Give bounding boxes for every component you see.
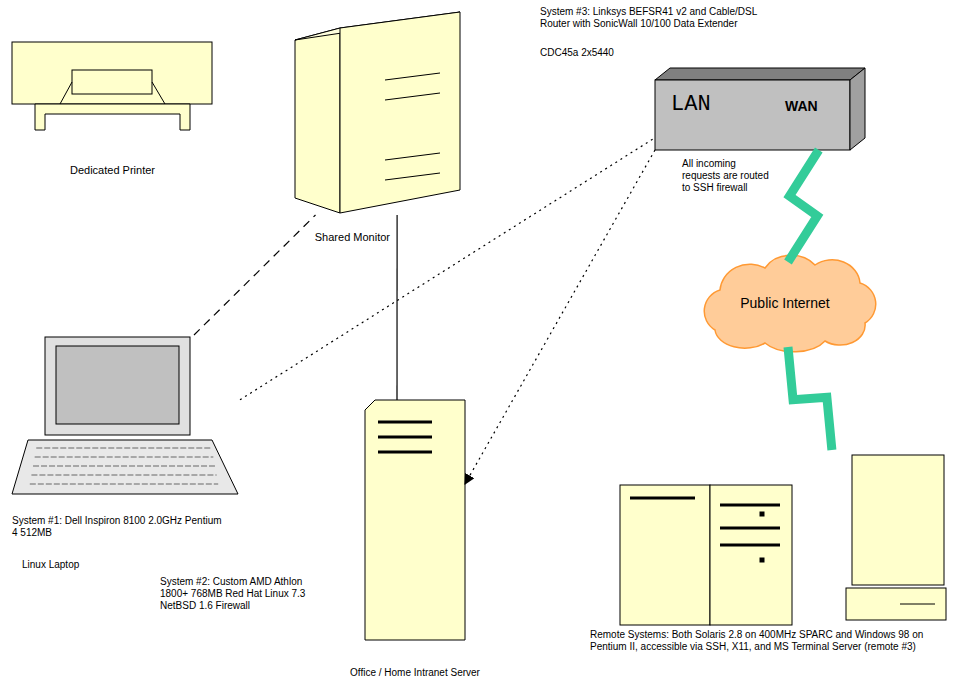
dotted-link [240,138,655,400]
remote-monitor [852,455,944,585]
drive-bay [720,504,780,507]
key-row [36,448,211,449]
tower-node: System #2: Custom AMD Athlon 1800+ 768MB… [365,400,465,640]
laptop-screen [56,346,179,424]
monitor-base [846,588,946,620]
monitor-vent [385,153,440,160]
node-caption: Office / Home Intranet Server [275,667,555,679]
drive-bay [720,544,780,547]
printer-node: Dedicated Printer [10,40,215,132]
drive-bay [378,451,432,454]
router-icon [655,68,865,150]
monitor-node: Shared Monitor [290,10,460,215]
printer-body [12,42,212,104]
port-label: LAN [671,92,711,118]
node-caption: Linux Laptop [22,559,172,571]
monitor-vent [385,93,440,100]
printer-slot [72,70,152,94]
tower-case [365,400,465,640]
node-caption: Dedicated Printer [10,164,215,177]
monitor-side [295,28,340,213]
laptop-base [12,440,238,494]
key-row [35,457,214,458]
cloud-node: Public Internet [690,262,886,347]
drive-bay [720,527,780,530]
router-front [655,80,850,150]
lightning-link [788,150,819,262]
port-label: WAN [785,98,818,115]
monitor-vent [385,173,440,180]
system-note: Remote Systems: Both Solaris 2.8 on 400M… [590,629,940,653]
routing-note: All incoming requests are routed to SSH … [682,158,772,194]
laptop-node: System #1: Dell Inspiron 8100 2.0GHz Pen… [10,335,240,497]
cable-link [396,215,397,400]
system-note: System #2: Custom AMD Athlon 1800+ 768MB… [160,576,310,612]
cloud-label: Public Internet [690,295,880,312]
key-row [31,475,216,476]
key-row [33,466,215,467]
dotted-arrow [465,150,655,484]
monitor-icon [295,12,460,213]
keyboard [30,448,218,484]
drive-bay [378,421,432,424]
printer-icon [12,42,212,130]
system-note: System #1: Dell Inspiron 8100 2.0GHz Pen… [12,515,227,539]
router-side [850,68,865,150]
model-note: CDC45a 2x5440 [540,47,660,59]
monitor-vent [385,73,440,80]
printer-base [35,104,190,130]
remote-icon [620,455,946,625]
system-note: System #3: Linksys BEFSR41 v2 and Cable/… [540,6,785,30]
base-slot [900,604,935,605]
drive-bay [378,436,432,439]
router-top [655,68,865,80]
router-node: System #3: Linksys BEFSR41 v2 and Cable/… [655,68,865,150]
tower-icon [365,400,465,640]
node-caption: Shared Monitor [280,231,390,244]
laptop-lid [45,337,190,435]
monitor-front [340,12,460,213]
key-row [30,484,218,485]
paper-guide [60,82,72,104]
drive-bay [630,497,695,500]
remote-node: Remote Systems: Both Solaris 2.8 on 400M… [620,450,946,625]
led [760,558,764,562]
server-case [620,485,710,625]
server-case [710,485,792,625]
laptop-icon [12,337,238,494]
dashed-link [194,215,316,335]
led [760,512,764,516]
paper-guide [152,82,165,104]
lightning-link [788,347,832,450]
